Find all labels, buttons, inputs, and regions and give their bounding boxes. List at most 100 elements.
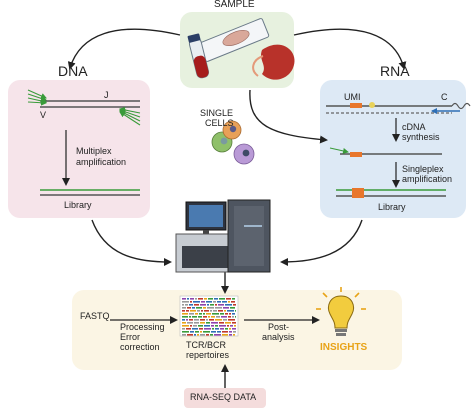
rna-step1-label-1: cDNA	[402, 122, 426, 132]
single-cells-illustration	[211, 120, 255, 165]
sequence-segment	[190, 331, 194, 333]
sequence-segment	[204, 298, 207, 300]
sequence-segment	[182, 319, 185, 321]
sequence-segment	[221, 316, 227, 318]
gene-c-label: C	[441, 92, 448, 102]
sequence-segment	[232, 298, 235, 300]
sequence-segment	[190, 310, 196, 312]
sequence-segment	[182, 313, 188, 315]
sequence-segment	[209, 319, 214, 321]
sequence-segment	[222, 301, 227, 303]
sequence-segment	[215, 307, 222, 309]
sequence-segment	[182, 328, 185, 330]
sequence-segment	[235, 310, 236, 312]
sequence-segment	[233, 331, 236, 333]
sequence-segment	[201, 310, 203, 312]
sequence-segment	[194, 322, 199, 324]
sequence-segment	[218, 310, 223, 312]
rna-library-strands	[336, 188, 446, 198]
sequence-segment	[182, 310, 185, 312]
sequence-segment	[193, 301, 200, 303]
sequence-segment	[214, 334, 221, 336]
sequence-segment	[223, 319, 227, 321]
sequence-segment	[196, 307, 202, 309]
sequence-segment	[235, 316, 236, 318]
sequence-segment	[210, 304, 214, 306]
sequence-segment	[225, 322, 231, 324]
single-cells-label-2: CELLS	[205, 118, 234, 128]
repertoires-label-2: repertoires	[186, 350, 230, 360]
sequence-segment	[204, 325, 210, 327]
sequence-segment	[187, 298, 189, 300]
sequence-segment	[211, 331, 216, 333]
sequence-segment	[189, 316, 191, 318]
sequence-segment	[187, 307, 191, 309]
sequence-segment	[225, 304, 232, 306]
sequence-segment	[232, 328, 236, 330]
sequence-segment	[186, 310, 189, 312]
sequence-segment	[219, 298, 225, 300]
sequence-segment	[182, 307, 186, 309]
sequence-segment	[212, 313, 219, 315]
sequence-segment	[189, 319, 193, 321]
sequence-segment	[224, 310, 226, 312]
sequence-segment	[206, 319, 208, 321]
rna-step2-label-1: Singleplex	[402, 164, 444, 174]
sequence-segment	[228, 319, 235, 321]
sequence-segment	[231, 301, 235, 303]
sequence-segment	[215, 325, 218, 327]
sequence-segment	[218, 304, 224, 306]
sequence-segment	[204, 328, 211, 330]
sequence-segment	[198, 316, 202, 318]
sequence-segment	[232, 316, 234, 318]
fastq-label: FASTQ	[80, 311, 110, 321]
sequence-segment	[206, 301, 212, 303]
sequence-segment	[223, 307, 229, 309]
sequence-segment	[187, 322, 193, 324]
dna-to-sequencer-arrow	[91, 219, 172, 266]
sequence-segment	[234, 325, 236, 327]
dna-step-label-1: Multiplex	[76, 146, 112, 156]
sequence-segment	[182, 325, 189, 327]
sequence-segment	[220, 328, 224, 330]
sequence-segment	[197, 334, 199, 336]
dna-title: DNA	[58, 63, 88, 79]
sequence-segment	[194, 334, 196, 336]
sequence-segment	[182, 304, 184, 306]
sequence-segment	[182, 316, 188, 318]
post-analysis-label-2: analysis	[262, 332, 295, 342]
gene-v-label: V	[40, 110, 47, 120]
sequence-segment	[228, 301, 230, 303]
sequence-segment	[203, 307, 206, 309]
sequence-segment	[229, 313, 231, 315]
sequence-segment	[230, 325, 233, 327]
sequence-segment	[198, 298, 203, 300]
sequence-segment	[225, 313, 228, 315]
sequence-segment	[227, 325, 229, 327]
umi-label: UMI	[344, 92, 361, 102]
sequence-segment	[182, 331, 189, 333]
sample-to-rna-arrow	[293, 28, 407, 70]
sequence-segment	[200, 304, 206, 306]
sequence-segment	[186, 328, 191, 330]
kidney-organ-illustration	[252, 44, 295, 80]
sample-to-dna-arrow	[67, 28, 181, 70]
sequence-segment	[201, 301, 205, 303]
sequence-segment	[195, 313, 198, 315]
sequence-segment	[214, 298, 218, 300]
sequence-segment	[213, 301, 216, 303]
repertoires-label-1: TCR/BCR	[186, 340, 226, 350]
rna-to-sequencer-arrow	[280, 219, 363, 266]
sequence-segment	[208, 316, 210, 318]
sequence-segment	[194, 304, 199, 306]
rna-transcript	[326, 102, 471, 114]
sequence-segment	[194, 319, 199, 321]
dna-step-label-2: amplification	[76, 157, 127, 167]
sequence-segment	[208, 298, 213, 300]
sequence-segment	[213, 310, 217, 312]
sequence-segment	[215, 319, 222, 321]
sequence-segment	[210, 310, 212, 312]
sequence-segment	[219, 322, 224, 324]
sequence-segment	[212, 328, 214, 330]
